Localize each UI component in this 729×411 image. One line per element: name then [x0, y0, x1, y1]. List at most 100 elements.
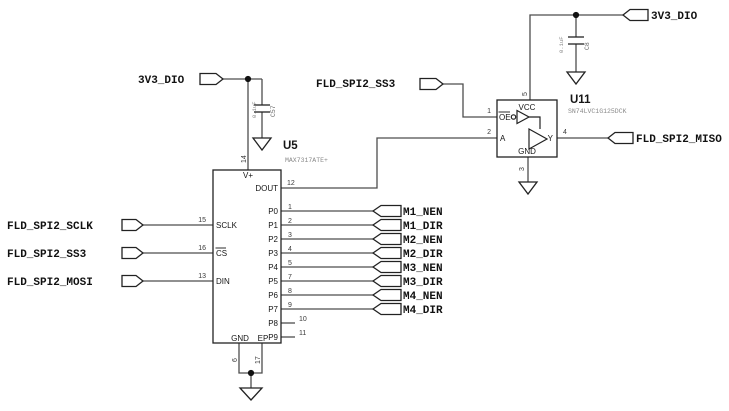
- port-m3-nen[interactable]: M3_NEN: [371, 260, 443, 276]
- wire-dout-to-a[interactable]: [281, 137, 497, 189]
- ground-icon: [251, 137, 273, 152]
- u5-pinnum-1: 1: [288, 204, 292, 211]
- output-flag-icon: [371, 288, 402, 302]
- junction-dot: [572, 11, 580, 19]
- enable-link-line: [529, 116, 541, 129]
- net-label: M4_NEN: [403, 291, 443, 303]
- u5-pin-ep: EP: [258, 334, 269, 343]
- ground-icon: [238, 387, 264, 401]
- u5-symbol[interactable]: U5 MAX7317ATE+ V+ 14 SCLK 15 CS 16 DIN 1…: [198, 140, 328, 364]
- u11-pin-a: A: [500, 134, 506, 143]
- port-spi-mosi[interactable]: FLD_SPI2_MOSI: [7, 274, 145, 290]
- c8-symbol[interactable]: 0.1uF C8: [558, 36, 591, 53]
- u11-symbol[interactable]: U11 SN74LVC1G125DCK VCC 5 OE 1 A 2 Y 4 G…: [487, 92, 627, 171]
- u5-pin-dout: DOUT: [255, 184, 278, 193]
- u5-pinnum-5: 5: [288, 260, 292, 267]
- port-spi-sclk[interactable]: FLD_SPI2_SCLK: [7, 218, 145, 234]
- port-m4-nen[interactable]: M4_NEN: [371, 288, 443, 304]
- u5-pin-p6: P6: [268, 291, 278, 300]
- u11-pin-y: Y: [548, 134, 554, 143]
- ground-symbol-c57[interactable]: [251, 137, 273, 152]
- u5-pin-p2: P2: [268, 235, 278, 244]
- u5-part-number: MAX7317ATE+: [285, 157, 328, 164]
- port-m4-dir[interactable]: M4_DIR: [371, 302, 443, 318]
- net-label: M3_NEN: [403, 263, 443, 275]
- output-flag-icon: [371, 204, 402, 218]
- u5-pinnum-10: 10: [299, 316, 307, 323]
- port-spi-ss3[interactable]: FLD_SPI2_SS3: [7, 246, 145, 262]
- u11-pin-vcc: VCC: [519, 103, 536, 112]
- port-m3-dir[interactable]: M3_DIR: [371, 274, 443, 290]
- u5-pinnum-9: 9: [288, 302, 292, 309]
- u5-pinnum-4: 4: [288, 246, 292, 253]
- port-3v3-right[interactable]: 3V3_DIO: [621, 8, 698, 24]
- wire-ss3-to-oe[interactable]: [443, 83, 497, 118]
- port-m1-nen[interactable]: M1_NEN: [371, 204, 443, 220]
- u11-body: [496, 99, 558, 158]
- ground-icon: [565, 71, 587, 86]
- u5-pin-p8: P8: [268, 319, 278, 328]
- input-flag-icon: [121, 246, 145, 260]
- u5-pinnum-3: 3: [288, 232, 292, 239]
- u5-pinnum-15: 15: [198, 217, 206, 224]
- net-label: M2_NEN: [403, 235, 443, 247]
- junction-dot: [244, 75, 252, 83]
- u5-body: [212, 169, 282, 344]
- ground-icon: [517, 181, 539, 196]
- u5-pinnum-12: 12: [287, 180, 295, 187]
- buffer-triangle-icon: [528, 127, 549, 151]
- u11-pin-gnd: GND: [518, 147, 536, 156]
- wire-u11-vcc[interactable]: [529, 14, 623, 100]
- c57-value: 0.1uF: [251, 101, 258, 118]
- port-3v3-left[interactable]: 3V3_DIO: [138, 72, 225, 88]
- u11-pinnum-4: 4: [563, 129, 567, 136]
- u11-part-number: SN74LVC1G125DCK: [568, 108, 627, 115]
- u11-ref: U11: [570, 94, 591, 106]
- u5-pin-cs: CS: [216, 249, 227, 258]
- u5-pinnum-17: 17: [255, 356, 262, 364]
- u5-pinnum-7: 7: [288, 274, 292, 281]
- port-spi-ss3-top[interactable]: FLD_SPI2_SS3: [316, 77, 445, 92]
- u5-pin-p4: P4: [268, 263, 278, 272]
- net-label: M3_DIR: [403, 277, 443, 289]
- power-flag-icon: [621, 8, 649, 22]
- u5-pin-p1: P1: [268, 221, 278, 230]
- net-label: FLD_SPI2_SCLK: [7, 221, 93, 233]
- port-m1-dir[interactable]: M1_DIR: [371, 218, 443, 234]
- ground-symbol-u11[interactable]: [517, 181, 539, 196]
- net-label: M2_DIR: [403, 249, 443, 261]
- u5-pinnum-14: 14: [241, 155, 248, 163]
- output-flag-icon: [371, 260, 402, 274]
- wires: [143, 11, 623, 388]
- c57-symbol[interactable]: 0.1uF C57: [251, 101, 277, 118]
- net-label: M1_DIR: [403, 221, 443, 233]
- net-label: 3V3_DIO: [651, 11, 698, 23]
- u5-pin-vplus: V+: [243, 171, 253, 180]
- u11-pinnum-5: 5: [522, 92, 529, 96]
- u11-pin-oe: OE: [499, 113, 511, 122]
- ground-symbol-u5[interactable]: [238, 387, 264, 401]
- u5-pin-p3: P3: [268, 249, 278, 258]
- u5-pin-p0: P0: [268, 207, 278, 216]
- output-flag-icon: [371, 302, 402, 316]
- u11-pinnum-3: 3: [519, 167, 526, 171]
- net-label: FLD_SPI2_SS3: [316, 79, 396, 91]
- c57-ref: C57: [270, 105, 277, 117]
- junction-dot: [247, 369, 255, 377]
- port-m2-dir[interactable]: M2_DIR: [371, 246, 443, 262]
- port-spi-miso[interactable]: FLD_SPI2_MISO: [606, 131, 722, 147]
- enable-buffer-icon: [516, 109, 531, 125]
- oe-bubble-icon: [510, 114, 517, 120]
- u5-pin-p7: P7: [268, 305, 278, 314]
- port-m2-nen[interactable]: M2_NEN: [371, 232, 443, 248]
- ground-symbol-c8[interactable]: [565, 71, 587, 86]
- u5-pinnum-8: 8: [288, 288, 292, 295]
- u5-pin-p5: P5: [268, 277, 278, 286]
- output-flag-icon: [371, 232, 402, 246]
- output-flag-icon: [371, 218, 402, 232]
- input-flag-icon: [419, 77, 445, 91]
- u5-pin-gnd: GND: [231, 334, 249, 343]
- output-flag-icon: [371, 246, 402, 260]
